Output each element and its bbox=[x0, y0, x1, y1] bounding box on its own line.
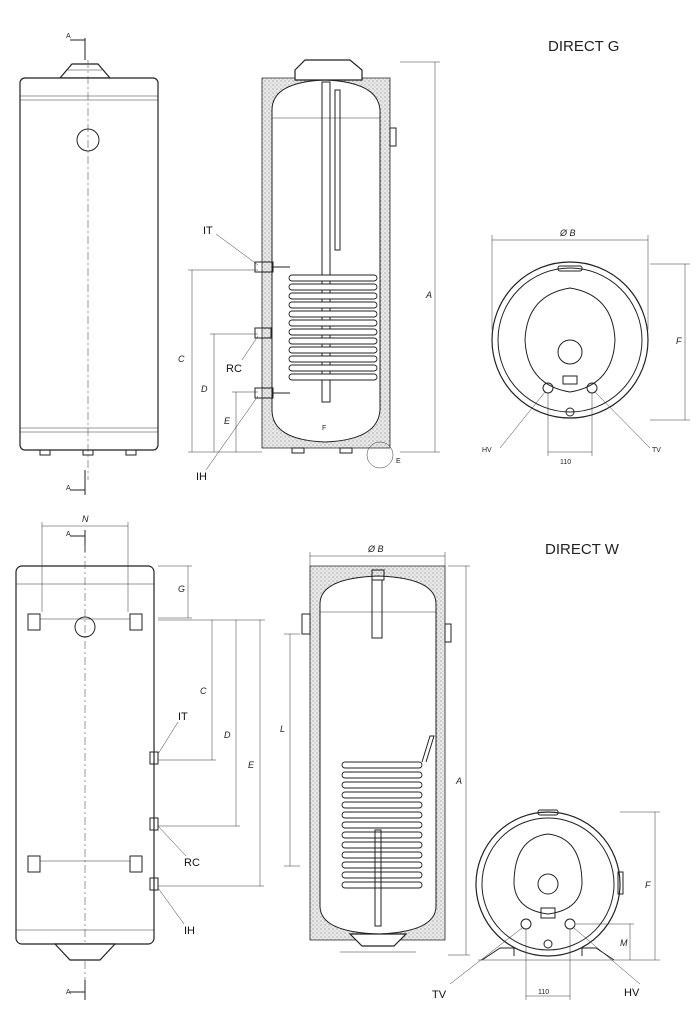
section-mark-top: A bbox=[66, 33, 71, 40]
dim-110-w: 110 bbox=[538, 989, 549, 996]
inner-mark-f: F bbox=[322, 425, 326, 432]
dim-f-top: F bbox=[676, 336, 682, 346]
dim-b-w: Ø B bbox=[367, 544, 384, 554]
dim-a-top: A bbox=[425, 290, 432, 300]
heat-exchanger-coil bbox=[288, 274, 378, 381]
label-tv-top: TV bbox=[652, 447, 661, 454]
direct-w-front-view: A A N G C D bbox=[15, 514, 265, 1000]
direct-g-top-view: Ø B F 110 HV TV bbox=[482, 228, 690, 466]
heat-exchanger-coil-w bbox=[341, 761, 423, 889]
label-it-top: IT bbox=[203, 225, 213, 237]
dim-n: N bbox=[82, 514, 89, 524]
dim-b-top: Ø B bbox=[559, 228, 576, 238]
dim-110-top: 110 bbox=[560, 459, 571, 466]
direct-w-section-view: A Ø B L bbox=[280, 544, 470, 956]
title-direct-g: DIRECT G bbox=[548, 38, 619, 55]
dim-g: G bbox=[178, 584, 185, 594]
dim-e-top: E bbox=[224, 416, 231, 426]
section-mark-w-bottom: A bbox=[66, 989, 71, 996]
label-ih-top: IH bbox=[196, 471, 207, 483]
direct-g-front-view: A A bbox=[19, 33, 159, 495]
dim-d-w: D bbox=[224, 730, 231, 740]
port-rc bbox=[254, 327, 272, 339]
dim-m: M bbox=[620, 938, 628, 948]
dim-a-w: A bbox=[455, 776, 462, 786]
label-rc-w: RC bbox=[184, 857, 200, 869]
label-rc-top: RC bbox=[226, 363, 242, 375]
dim-e-w: E bbox=[248, 760, 255, 770]
section-mark-bottom: A bbox=[66, 485, 71, 492]
dim-l: L bbox=[280, 724, 285, 734]
dim-d-top: D bbox=[201, 384, 208, 394]
label-hv-w: HV bbox=[624, 987, 640, 999]
label-it-w: IT bbox=[178, 711, 188, 723]
label-hv-top: HV bbox=[482, 447, 492, 454]
direct-g-section-view: E F A C D E IT RC IH bbox=[178, 59, 440, 483]
title-direct-w: DIRECT W bbox=[545, 541, 620, 558]
dim-f-w: F bbox=[645, 880, 651, 890]
label-tv-w: TV bbox=[432, 989, 447, 1001]
direct-w-top-view: F M 110 TV HV bbox=[432, 809, 660, 1001]
label-ih-w: IH bbox=[184, 925, 195, 937]
detail-mark-e: E bbox=[396, 458, 401, 465]
dim-c-w: C bbox=[200, 686, 207, 696]
dim-c-top: C bbox=[178, 354, 185, 364]
section-mark-w-top: A bbox=[66, 531, 71, 538]
